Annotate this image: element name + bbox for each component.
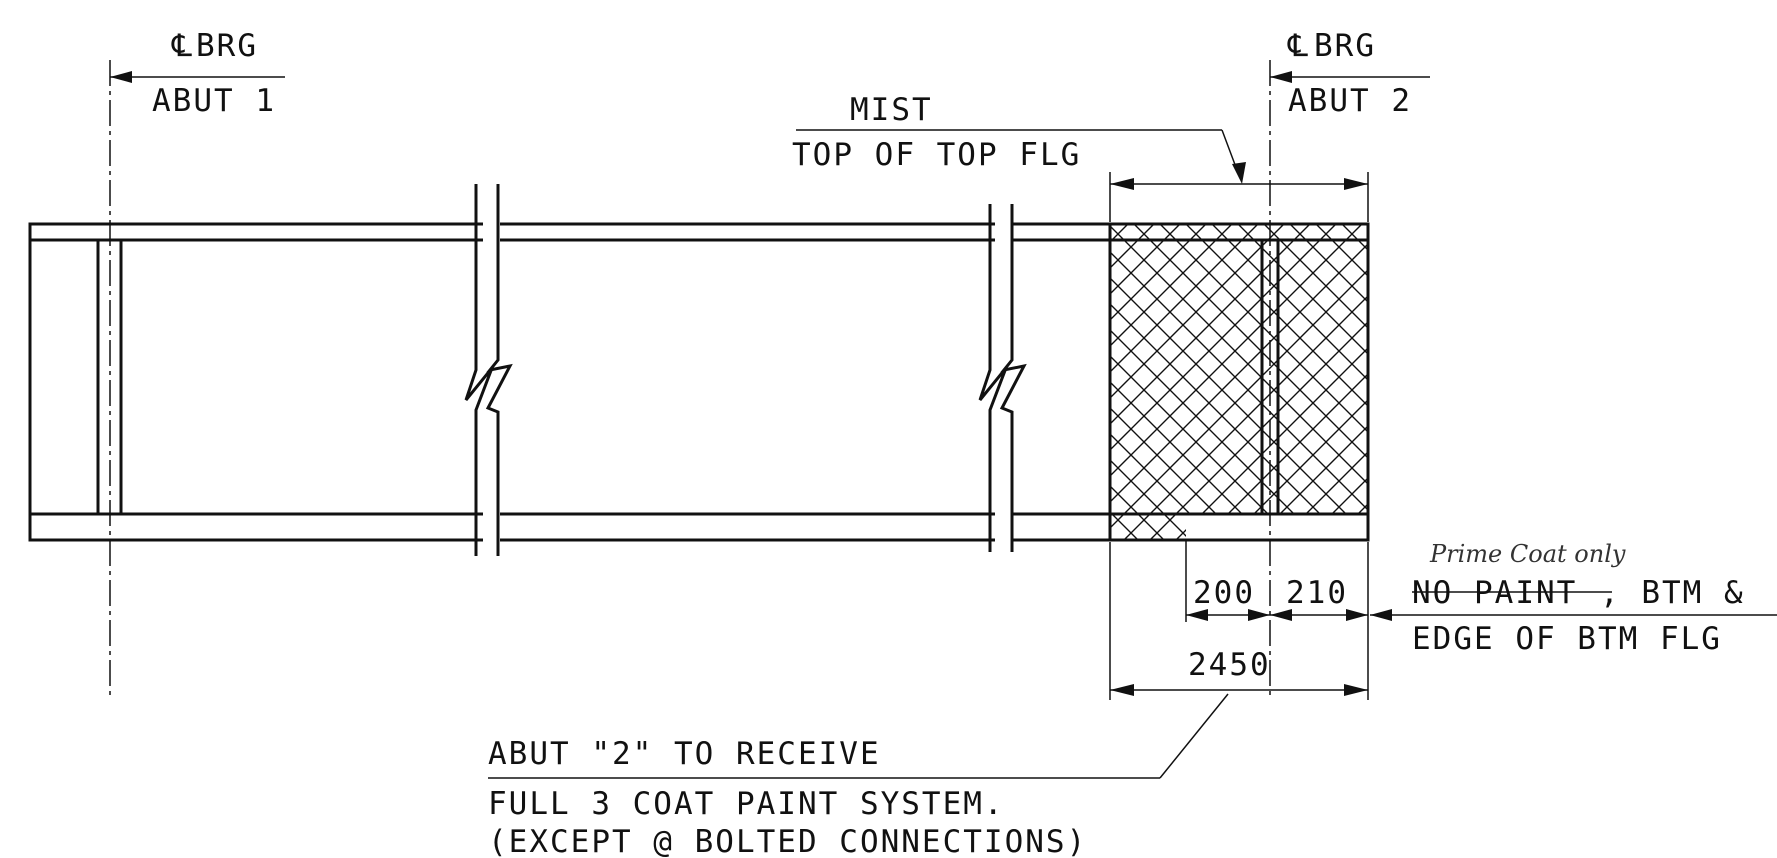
girder-segment-left [28, 222, 483, 542]
note-abut2-paint-system: ABUT "2" TO RECEIVE FULL 3 COAT PAINT SY… [488, 693, 1229, 858]
girder-segment-right [1012, 222, 1370, 542]
note-edge-btm-flg: Prime Coat only NO PAINT , BTM & EDGE OF… [1370, 540, 1777, 657]
label-no-paint-struck: NO PAINT [1412, 575, 1577, 611]
dimension-top-paint-zone [1109, 172, 1369, 222]
label-except-bolted: (EXCEPT @ BOLTED CONNECTIONS) [488, 824, 1087, 858]
centerline-symbol-right: ℄ [1287, 28, 1310, 64]
dim-200: 200 [1193, 575, 1255, 611]
girder-segment-middle [500, 222, 995, 542]
dimension-200-210: 200 210 [1109, 540, 1369, 700]
break-line-right [978, 204, 1027, 552]
label-mist: MIST [850, 92, 933, 128]
paint-zone-hatch [1110, 224, 1368, 540]
label-cl-brg-left: BRG [196, 28, 258, 64]
label-abut1: ABUT 1 [152, 83, 276, 119]
label-abut2: ABUT 2 [1288, 83, 1412, 119]
label-abut1-group: ℄ BRG ABUT 1 [110, 28, 285, 119]
label-abut2-group: ℄ BRG ABUT 2 [1270, 28, 1430, 119]
label-edge-of-btm-flg: EDGE OF BTM FLG [1412, 621, 1722, 657]
label-abut2-to-receive: ABUT "2" TO RECEIVE [488, 736, 881, 772]
dim-2450: 2450 [1188, 647, 1271, 683]
dimension-2450: 2450 [1110, 647, 1368, 696]
label-full-3-coat: FULL 3 COAT PAINT SYSTEM. [488, 786, 1005, 822]
label-cl-brg-right: BRG [1314, 28, 1376, 64]
handwritten-prime-coat-note: Prime Coat only [1429, 540, 1626, 568]
label-top-of-top-flg: TOP OF TOP FLG [792, 137, 1081, 173]
dim-210: 210 [1286, 575, 1348, 611]
break-line-left [464, 184, 513, 556]
callout-mist: MIST TOP OF TOP FLG [792, 92, 1246, 184]
label-btm-and: , BTM & [1600, 575, 1745, 611]
centerline-symbol-left: ℄ [171, 28, 194, 64]
